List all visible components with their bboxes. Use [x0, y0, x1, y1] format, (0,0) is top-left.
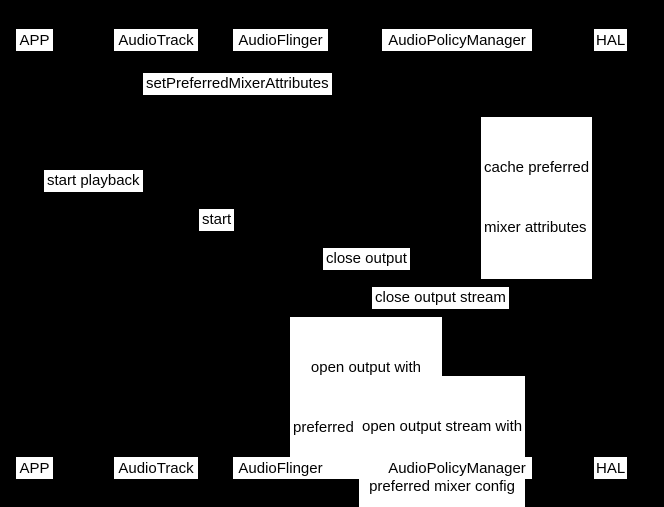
participant-header-hal[interactable]: HAL: [594, 29, 627, 51]
participant-footer-audiopolicymanager[interactable]: AudioPolicyManager: [382, 457, 532, 479]
lifeline-audioflinger: [280, 52, 281, 456]
message-line: open output stream with: [362, 418, 523, 435]
lifeline-audiotrack: [156, 52, 157, 456]
participant-header-app[interactable]: APP: [16, 29, 53, 51]
participant-header-audioflinger[interactable]: AudioFlinger: [233, 29, 328, 51]
participant-header-audiopolicymanager[interactable]: AudioPolicyManager: [382, 29, 532, 51]
message-label-start: start: [199, 209, 235, 231]
arrow-start-playback: [35, 194, 156, 195]
message-label-close-output: close output: [323, 248, 410, 270]
message-label-set-preferred-mixer-attributes: setPreferredMixerAttributes: [143, 73, 332, 95]
participant-footer-audioflinger[interactable]: AudioFlinger: [233, 457, 328, 479]
message-label-open-output-stream-with-preferred-mixer-config: open output stream with preferred mixer …: [359, 376, 526, 507]
participant-footer-hal[interactable]: HAL: [594, 457, 627, 479]
message-line: cache preferred: [484, 159, 590, 176]
arrow-close-output-stream: [457, 310, 610, 311]
arrow-open-output-stream-with-preferred-mixer-config: [457, 418, 610, 419]
lifeline-hal: [610, 52, 611, 456]
arrow-set-preferred-mixer-attributes: [156, 96, 457, 97]
message-label-cache-preferred-mixer-attributes: cache preferred mixer attributes: [481, 117, 593, 279]
message-label-start-playback: start playback: [44, 170, 143, 192]
participant-footer-audiotrack[interactable]: AudioTrack: [114, 457, 198, 479]
self-call-cache-preferred-mixer-attributes: [457, 112, 483, 162]
message-line: preferred mixer config: [369, 478, 515, 495]
arrow-close-output: [280, 272, 457, 273]
message-line: open output with: [310, 359, 421, 376]
lifeline-audiopolicymanager: [457, 52, 458, 456]
lifeline-app: [35, 52, 36, 456]
participant-footer-app[interactable]: APP: [16, 457, 53, 479]
arrow-start: [156, 233, 280, 234]
message-label-close-output-stream: close output stream: [372, 287, 509, 309]
message-line: mixer attributes: [484, 219, 587, 236]
participant-header-audiotrack[interactable]: AudioTrack: [114, 29, 198, 51]
